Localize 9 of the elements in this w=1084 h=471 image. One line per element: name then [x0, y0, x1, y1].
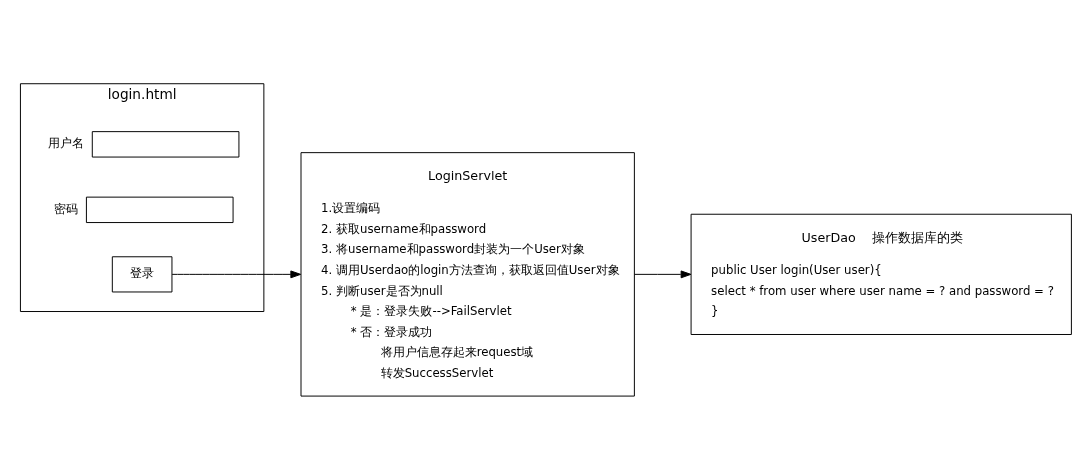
node-box: 登录 — [111, 255, 173, 292]
node-box: UserDao 操作数据库的类 public User login(User user){ select * from user where user name = ? and password = ? } — [690, 213, 1072, 335]
node-box — [91, 130, 240, 158]
arrow — [171, 269, 302, 278]
arrow — [634, 269, 692, 278]
node-label: 密码 — [54, 201, 79, 216]
node-box: LoginServlet 1.设置编码 2. 获取username和password 3. 将username和password封装为一个User对象 4. 调用Userdao的login方法查询，获取返回值User对象 5. 判断user是否为null * 是：登录失败-->FailServlet * 否：登录成功 将用户信息存起来request域 转发SuccessServlet — [300, 151, 635, 397]
node-box — [85, 196, 234, 223]
node-label: 用户名 — [48, 135, 85, 150]
